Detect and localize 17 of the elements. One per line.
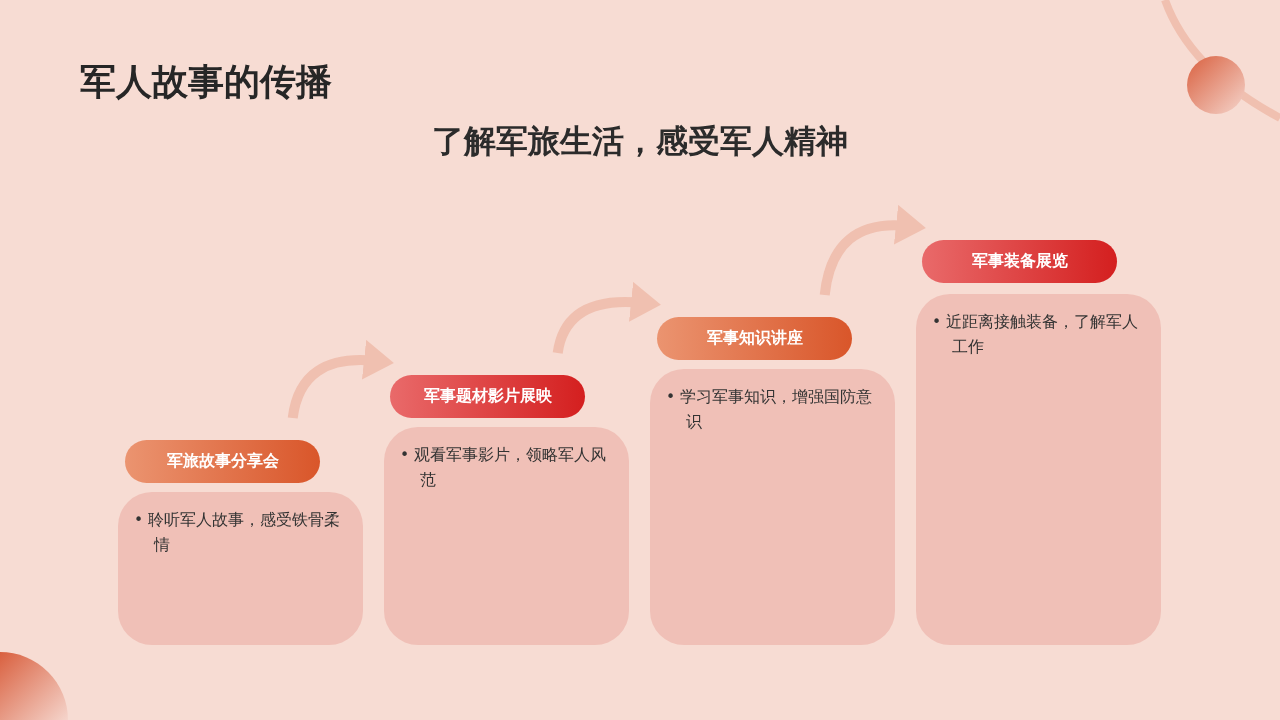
step-title-pill: 军事知识讲座 [657, 317, 852, 360]
bullet-text: • 观看军事影片，领略军人风范 [400, 445, 608, 491]
curved-arrow [552, 282, 661, 354]
step-card [650, 369, 895, 645]
curved-arrow [287, 340, 394, 419]
step-title-pill: 军事装备展览 [922, 240, 1117, 283]
curved-arrow [819, 205, 926, 296]
step-title-pill: 军旅故事分享会 [125, 440, 320, 483]
title: 军人故事的传播 [80, 60, 332, 104]
step-title-pill: 军事题材影片展映 [390, 375, 585, 418]
step-card [118, 492, 363, 645]
bullet-text: • 聆听军人故事，感受铁骨柔情 [134, 510, 342, 556]
bullet-text: • 学习军事知识，增强国防意识 [666, 387, 874, 433]
step-card [384, 427, 629, 645]
bullet-text: • 近距离接触装备，了解军人工作 [932, 312, 1140, 358]
step-card [916, 294, 1161, 645]
subtitle: 了解军旅生活，感受军人精神 [431, 121, 849, 162]
